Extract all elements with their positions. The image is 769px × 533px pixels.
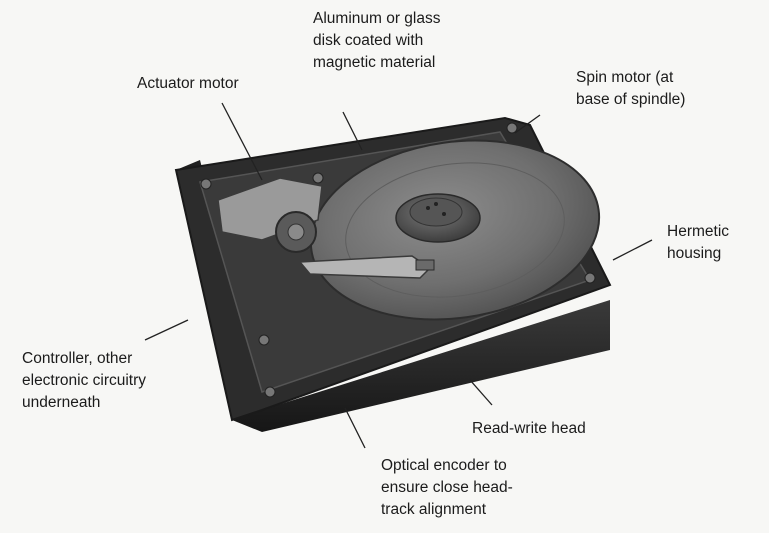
label-hermetic-housing-line: Hermetic: [667, 221, 729, 243]
label-controller-line: electronic circuitry: [22, 370, 146, 392]
label-hermetic-housing: Hermetic housing: [667, 221, 729, 265]
spindle-screw: [442, 212, 446, 216]
label-disk: Aluminum or glass disk coated with magne…: [313, 8, 441, 74]
label-hermetic-housing-line: housing: [667, 243, 729, 265]
leader-hermetic-housing: [613, 240, 652, 260]
spindle-screw: [434, 202, 438, 206]
label-controller-line: underneath: [22, 392, 146, 414]
label-spin-motor-line: Spin motor (at: [576, 67, 685, 89]
label-controller: Controller, other electronic circuitry u…: [22, 348, 146, 414]
label-read-write-head: Read-write head: [472, 418, 586, 440]
label-spin-motor: Spin motor (at base of spindle): [576, 67, 685, 111]
label-spin-motor-line: base of spindle): [576, 89, 685, 111]
label-actuator-motor: Actuator motor: [137, 73, 239, 95]
label-optical-encoder-line: ensure close head-: [381, 477, 513, 499]
label-controller-line: Controller, other: [22, 348, 146, 370]
label-actuator-motor-line: Actuator motor: [137, 73, 239, 95]
label-optical-encoder: Optical encoder to ensure close head- tr…: [381, 455, 513, 521]
leader-read-write-head: [470, 380, 492, 405]
label-optical-encoder-line: Optical encoder to: [381, 455, 513, 477]
leader-controller: [145, 320, 188, 340]
leader-optical-encoder: [345, 408, 365, 448]
spindle-screw: [426, 206, 430, 210]
label-disk-line: magnetic material: [313, 52, 441, 74]
label-read-write-head-line: Read-write head: [472, 418, 586, 440]
read-write-head: [416, 260, 434, 270]
label-disk-line: Aluminum or glass: [313, 8, 441, 30]
label-disk-line: disk coated with: [313, 30, 441, 52]
label-optical-encoder-line: track alignment: [381, 499, 513, 521]
actuator-pivot-center: [288, 224, 304, 240]
